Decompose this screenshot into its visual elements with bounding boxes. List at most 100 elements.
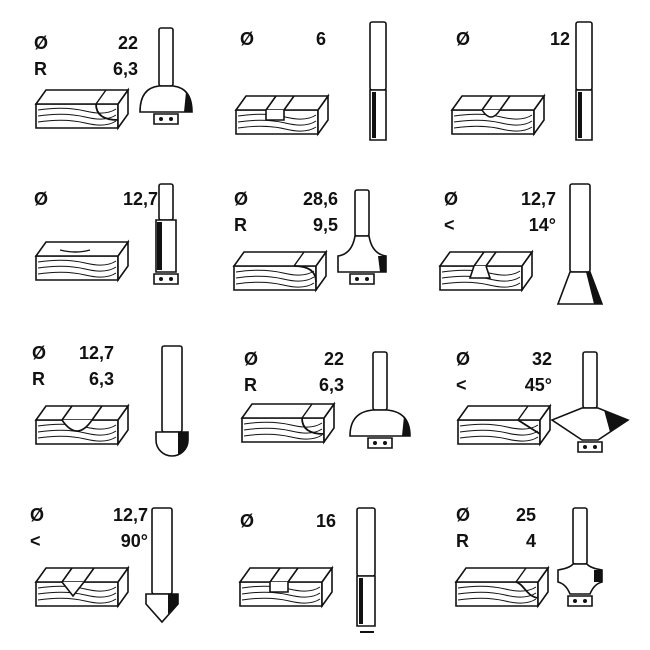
wood-profile-sample bbox=[36, 90, 128, 128]
spec-value: 12,7 bbox=[112, 505, 148, 525]
wood-edge-mark bbox=[60, 250, 90, 252]
edge-profile bbox=[518, 420, 540, 434]
wood-top-face bbox=[36, 242, 128, 256]
wood-grain-line bbox=[458, 592, 536, 597]
bearing-dot bbox=[169, 117, 173, 121]
bit-illustration bbox=[432, 486, 648, 648]
bit-cutter bbox=[140, 86, 192, 112]
router-bit bbox=[576, 22, 592, 140]
groove-walls bbox=[266, 96, 294, 110]
bearing bbox=[368, 438, 392, 448]
spec-value: 12 bbox=[549, 29, 570, 49]
wood-profile-sample bbox=[242, 404, 334, 442]
cutter-blade bbox=[378, 256, 386, 272]
wood-grain-line bbox=[454, 120, 532, 125]
spec-value: 6,3 bbox=[112, 59, 138, 79]
spec-value: 12,7 bbox=[520, 189, 556, 209]
wood-grain-line bbox=[236, 270, 314, 275]
wood-grain-line bbox=[242, 592, 320, 597]
spec-value: 16 bbox=[315, 511, 336, 531]
wood-top-face bbox=[236, 96, 328, 110]
wood-grain-line bbox=[236, 282, 314, 287]
wood-top-face bbox=[456, 568, 548, 582]
bit-shank bbox=[162, 346, 182, 432]
bit-illustration bbox=[0, 0, 216, 162]
bearing bbox=[578, 442, 602, 452]
angle-symbol: < bbox=[444, 215, 455, 235]
spec-value: 12,7 bbox=[122, 189, 158, 209]
wood-profile-sample bbox=[36, 242, 128, 280]
bit-cell-4: Ø 12,7 bbox=[0, 162, 216, 324]
router-bit bbox=[146, 508, 178, 622]
wood-grain-line bbox=[242, 598, 320, 603]
bit-shank bbox=[573, 508, 587, 564]
cutter-blade bbox=[604, 410, 628, 432]
diameter-symbol: Ø bbox=[244, 349, 259, 369]
bearing-dot bbox=[593, 445, 597, 449]
wood-grain-line bbox=[38, 586, 116, 591]
router-bit bbox=[140, 28, 192, 124]
edge-line bbox=[294, 252, 304, 266]
wood-grain-line bbox=[38, 266, 116, 271]
spec-value: 12,7 bbox=[78, 343, 114, 363]
wood-profile-sample bbox=[456, 568, 548, 606]
wood-grain-line bbox=[38, 108, 116, 113]
wood-grain-line bbox=[244, 434, 322, 439]
wood-grain-line bbox=[458, 586, 536, 591]
wood-profile-sample bbox=[452, 96, 544, 134]
wood-grain-line bbox=[442, 282, 520, 287]
cutter-blade bbox=[586, 272, 602, 304]
bearing-dot bbox=[573, 599, 577, 603]
bearing-dot bbox=[583, 599, 587, 603]
diameter-symbol: Ø bbox=[240, 29, 255, 49]
edge-line bbox=[518, 406, 528, 420]
diameter-symbol: Ø bbox=[240, 511, 255, 531]
spec-row: Ø 12,7 bbox=[32, 344, 114, 364]
angle-symbol: < bbox=[456, 375, 467, 395]
bit-cutter bbox=[558, 564, 602, 594]
diameter-symbol: Ø bbox=[456, 29, 471, 49]
wood-top-face bbox=[242, 404, 334, 418]
spec-value: 28,6 bbox=[302, 189, 338, 209]
radius-symbol: R bbox=[234, 215, 247, 235]
wood-grain-line bbox=[38, 114, 116, 119]
bit-illustration bbox=[216, 324, 432, 486]
diameter-symbol: Ø bbox=[34, 189, 49, 209]
edge-line bbox=[302, 404, 312, 418]
radius-symbol: R bbox=[34, 59, 47, 79]
bearing bbox=[568, 596, 592, 606]
wood-profile-sample bbox=[458, 406, 550, 444]
bit-illustration bbox=[432, 324, 648, 486]
spec-value: 45° bbox=[524, 375, 552, 395]
wood-grain-line bbox=[238, 120, 316, 125]
edge-line bbox=[516, 568, 526, 582]
wood-grain-line bbox=[244, 422, 322, 427]
bit-illustration bbox=[0, 486, 216, 648]
wood-top-face bbox=[458, 406, 550, 420]
spec-row: <90° bbox=[30, 532, 148, 552]
router-bit bbox=[558, 508, 602, 606]
wood-grain-line bbox=[244, 428, 322, 433]
bit-cutter bbox=[350, 410, 410, 436]
diameter-symbol: Ø bbox=[456, 505, 471, 525]
wood-grain-line bbox=[38, 430, 116, 435]
wood-grain-line bbox=[442, 276, 520, 281]
bearing bbox=[154, 114, 178, 124]
wood-front-face bbox=[234, 266, 316, 290]
wood-profile-sample bbox=[234, 252, 326, 290]
bearing-dot bbox=[583, 445, 587, 449]
bit-illustration bbox=[216, 486, 432, 648]
edge-profile bbox=[302, 418, 324, 434]
bearing-dot bbox=[355, 277, 359, 281]
wood-top-face bbox=[36, 406, 128, 420]
spec-value: 6,3 bbox=[318, 375, 344, 395]
bit-cell-3: Ø 12 bbox=[432, 0, 648, 162]
edge-line bbox=[96, 90, 106, 104]
wood-top-face bbox=[440, 252, 532, 266]
diameter-symbol: Ø bbox=[32, 343, 47, 363]
